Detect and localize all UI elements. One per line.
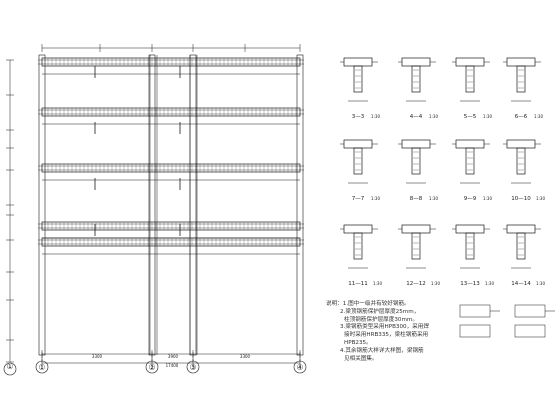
detail-beam xyxy=(343,224,373,234)
axis-bubble-1 xyxy=(35,360,49,374)
legend-symbol xyxy=(514,304,546,318)
section-scale-4: 1:30 xyxy=(534,114,543,119)
section-scale-7: 1:30 xyxy=(483,196,492,201)
detail-beam xyxy=(401,224,431,234)
legend-symbol xyxy=(459,324,491,338)
detail-beam xyxy=(506,57,536,67)
section-scale-10: 1:30 xyxy=(431,281,440,286)
detail-column xyxy=(465,147,475,175)
detail-column xyxy=(353,232,363,260)
note-line-4: 3.梁钢筋类型采用HPB300，采用焊 xyxy=(340,324,429,331)
section-label-5: 7—7 xyxy=(352,196,365,202)
column-outline xyxy=(296,54,304,356)
detail-column xyxy=(516,65,526,93)
detail-beam xyxy=(343,57,373,67)
axis-bubble-left xyxy=(3,362,17,376)
axis-label-3: ③ xyxy=(189,363,196,372)
note-line-6: HPB235。 xyxy=(344,339,372,346)
section-label-3: 5—5 xyxy=(464,114,477,120)
axis-bubble-left-top: ① xyxy=(6,362,13,371)
section-scale-11: 1:30 xyxy=(485,281,494,286)
section-label-7: 9—9 xyxy=(464,196,477,202)
dim-label-bottom-3: 3300 xyxy=(240,354,251,359)
beam-band xyxy=(41,163,301,173)
section-scale-6: 1:30 xyxy=(429,196,438,201)
note-line-2: 2.梁顶钢筋保护层厚度25mm， xyxy=(340,308,420,315)
section-scale-5: 1:30 xyxy=(371,196,380,201)
beam-band xyxy=(41,237,301,247)
dim-label-bottom-2: 3900 xyxy=(168,354,179,359)
note-line-1: 说明：1.图中一级并有较好钢筋。 xyxy=(326,301,410,307)
column-outline xyxy=(189,54,197,356)
detail-column xyxy=(353,65,363,93)
beam-band xyxy=(41,221,301,231)
axis-label-4: ④ xyxy=(296,363,303,372)
detail-beam xyxy=(401,57,431,67)
section-label-4: 6—6 xyxy=(515,114,528,120)
section-scale-12: 1:30 xyxy=(536,281,545,286)
legend-symbol xyxy=(459,304,491,318)
beam-band xyxy=(41,57,301,67)
section-scale-2: 1:30 xyxy=(429,114,438,119)
detail-beam xyxy=(506,139,536,149)
detail-column xyxy=(465,232,475,260)
section-label-6: 8—8 xyxy=(410,196,423,202)
axis-bubble-4 xyxy=(293,360,307,374)
note-line-3: 柱顶钢筋保护层厚度30mm。 xyxy=(344,316,418,323)
section-detail-grid xyxy=(340,57,541,269)
column-outline xyxy=(38,54,46,356)
axis-label-left-top: ① xyxy=(6,362,13,371)
detail-beam xyxy=(401,139,431,149)
detail-beam xyxy=(455,224,485,234)
detail-column xyxy=(353,147,363,175)
detail-column xyxy=(411,65,421,93)
section-label-10: 12—12 xyxy=(406,281,426,287)
detail-beam xyxy=(506,224,536,234)
detail-beam xyxy=(343,139,373,149)
legend-symbols xyxy=(459,304,555,338)
dim-label-bottom-1: 3300 xyxy=(92,354,103,359)
frame-elevation xyxy=(35,44,307,374)
section-label-12: 14—14 xyxy=(511,281,531,287)
legend-symbol xyxy=(514,324,546,338)
section-scale-8: 1:30 xyxy=(536,196,545,201)
section-scale-9: 1:30 xyxy=(373,281,382,286)
detail-column xyxy=(411,232,421,260)
detail-column xyxy=(516,232,526,260)
detail-column xyxy=(516,147,526,175)
detail-beam xyxy=(455,57,485,67)
section-label-8: 10—10 xyxy=(511,196,531,202)
section-label-2: 4—4 xyxy=(410,114,423,120)
dim-label-overall: 17400 xyxy=(166,363,179,368)
axis-bubble-2 xyxy=(145,360,159,374)
detail-column xyxy=(465,65,475,93)
general-notes: 说明：1.图中一级并有较好钢筋。 2.梁顶钢筋保护层厚度25mm， 柱顶钢筋保护… xyxy=(326,301,444,363)
left-dimension-chain xyxy=(3,59,17,376)
section-scale-1: 1:30 xyxy=(371,114,380,119)
beam-band xyxy=(41,107,301,117)
detail-column xyxy=(411,147,421,175)
axis-bubble-3 xyxy=(186,360,200,374)
note-line-5: 接时采用HRB335，梁柱钢筋采用 xyxy=(344,332,429,339)
axis-label-2: ② xyxy=(148,363,155,372)
section-label-9: 11—11 xyxy=(348,281,368,287)
section-label-1: 3—3 xyxy=(352,114,365,120)
section-label-11: 13—13 xyxy=(460,281,480,287)
axis-label-1: ① xyxy=(38,363,45,372)
section-scale-3: 1:30 xyxy=(483,114,492,119)
note-line-7: 4.其余钢筋大样详大样图，梁钢筋 xyxy=(340,347,424,354)
note-line-8: 见相关图集。 xyxy=(344,355,378,362)
detail-beam xyxy=(455,139,485,149)
